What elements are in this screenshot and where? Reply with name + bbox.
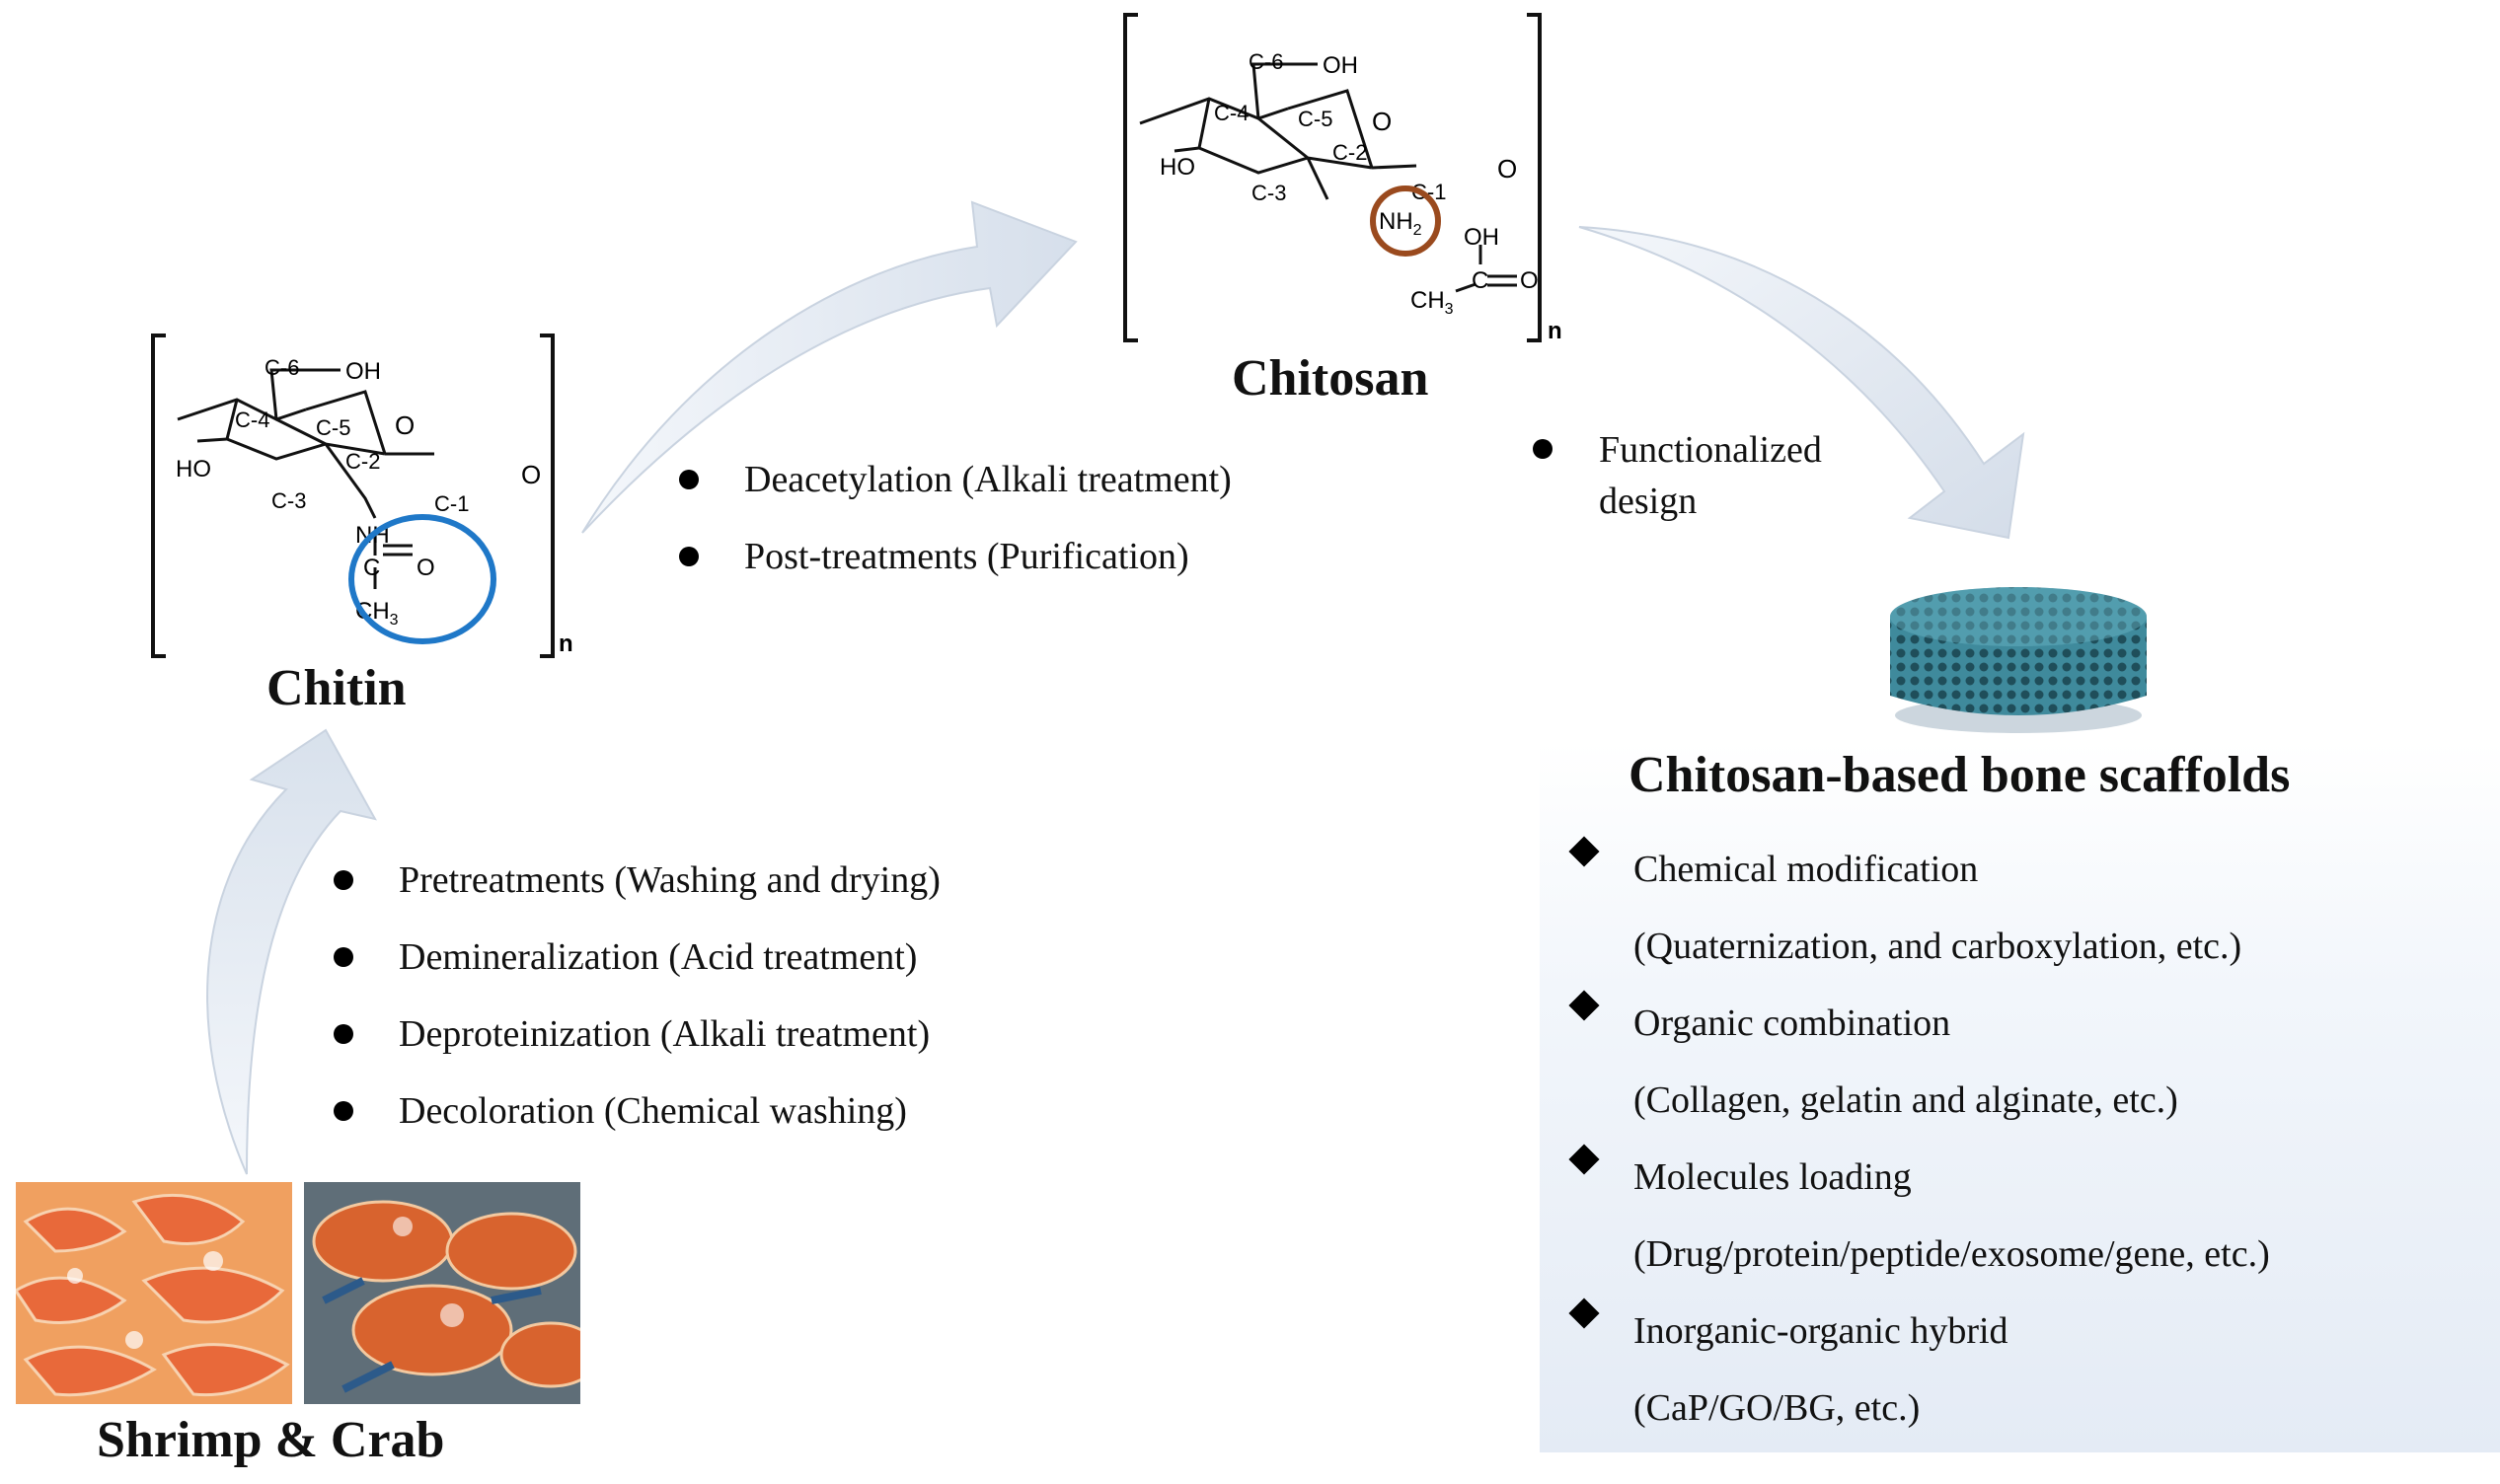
- chitin-title: Chitin: [266, 660, 407, 716]
- diamond-bullet-icon: [1568, 990, 1600, 1021]
- chitin-o-ring: O: [395, 410, 415, 440]
- chitosan-title: Chitosan: [1232, 350, 1429, 407]
- bullet-icon: [334, 1101, 353, 1121]
- scaffold-title: Chitosan-based bone scaffolds: [1629, 747, 2291, 803]
- chitosan-c5: C-5: [1298, 107, 1332, 131]
- bullet-icon: [334, 947, 353, 967]
- scaffold-panel: [1540, 742, 2500, 1452]
- chitin-c1: C-1: [434, 491, 469, 516]
- chitin-c3: C-3: [271, 488, 306, 513]
- chitosan-acid-oh: OH: [1464, 224, 1499, 251]
- chitin-n: n: [559, 631, 573, 657]
- list-item: Demineralization (Acid treatment): [334, 938, 941, 1015]
- chitosan-o-link: O: [1497, 154, 1517, 184]
- diamond-bullet-icon: [1568, 836, 1600, 867]
- scaffold-image: [1890, 587, 2147, 733]
- bullet-icon: [679, 547, 699, 566]
- chitosan-structure: C-6 OH C-4 C-5 O HO C-2 C-3 C-1 O NH2 OH…: [1123, 13, 1562, 344]
- shrimp-photo: [16, 1182, 292, 1404]
- functionalized-design: Functionalized design: [1533, 424, 1822, 527]
- deacetylation-steps: Deacetylation (Alkali treatment) Post-tr…: [679, 461, 1232, 575]
- chitosan-acid-ch3: CH3: [1410, 287, 1454, 318]
- list-item: Molecules loading(Drug/protein/peptide/e…: [1540, 1139, 2270, 1293]
- chitosan-o-ring: O: [1372, 107, 1392, 136]
- bullet-icon: [334, 1024, 353, 1044]
- chitosan-c2: C-2: [1332, 140, 1367, 165]
- pretreatment-steps: Pretreatments (Washing and drying) Demin…: [334, 861, 941, 1130]
- chitosan-amine-highlight: [1370, 186, 1441, 257]
- crab-photo: [304, 1182, 580, 1404]
- bullet-icon: [679, 470, 699, 489]
- diamond-bullet-icon: [1568, 1144, 1600, 1175]
- list-item: Deproteinization (Alkali treatment): [334, 1015, 941, 1092]
- chitin-c4: C-4: [235, 408, 269, 432]
- functionalized-line2: design: [1599, 481, 1698, 522]
- chitosan-c6: C-6: [1249, 49, 1283, 74]
- scaffold-strategies: Chemical modification(Quaternization, an…: [1540, 831, 2270, 1447]
- arrow-chitin-to-chitosan: [581, 200, 1078, 534]
- chitosan-n: n: [1548, 318, 1562, 344]
- arrow-source-to-chitin: [206, 728, 377, 1175]
- chitin-acetyl-highlight: [348, 514, 496, 644]
- chitosan-acid-c: C: [1472, 267, 1488, 294]
- chitosan-c3: C-3: [1251, 181, 1286, 205]
- chitin-c2: C-2: [345, 449, 380, 474]
- chitin-ho: HO: [176, 456, 211, 482]
- list-item: Chemical modification(Quaternization, an…: [1540, 831, 2270, 985]
- chitin-structure: C-6 OH C-4 C-5 O HO C-2 C-3 C-1 O NH C O…: [151, 334, 573, 658]
- functionalized-line1: Functionalized: [1599, 429, 1822, 471]
- list-item: Post-treatments (Purification): [679, 538, 1232, 575]
- arrow-chitosan-to-scaffold: [1578, 226, 2025, 540]
- chitin-o-carbonyl: O: [417, 555, 435, 581]
- chitosan-acid-o: O: [1520, 267, 1539, 294]
- list-item: Organic combination(Collagen, gelatin an…: [1540, 985, 2270, 1139]
- chitin-oh: OH: [345, 358, 381, 385]
- chitin-o-link: O: [521, 460, 541, 489]
- chitin-c5: C-5: [316, 415, 350, 440]
- chitosan-nh2: NH2: [1379, 208, 1422, 239]
- diamond-bullet-icon: [1568, 1298, 1600, 1329]
- chitosan-c4: C-4: [1214, 101, 1249, 125]
- chitosan-ho: HO: [1160, 154, 1195, 181]
- chitin-c: C: [363, 555, 380, 581]
- chitin-c6: C-6: [265, 355, 299, 380]
- source-label: Shrimp & Crab: [97, 1412, 445, 1468]
- bullet-icon: [1533, 439, 1553, 459]
- chitosan-oh: OH: [1323, 52, 1358, 79]
- bullet-icon: [334, 870, 353, 890]
- list-item: Inorganic-organic hybrid(CaP/GO/BG, etc.…: [1540, 1293, 2270, 1447]
- list-item: Deacetylation (Alkali treatment): [679, 461, 1232, 538]
- list-item: Pretreatments (Washing and drying): [334, 861, 941, 938]
- list-item: Decoloration (Chemical washing): [334, 1092, 941, 1130]
